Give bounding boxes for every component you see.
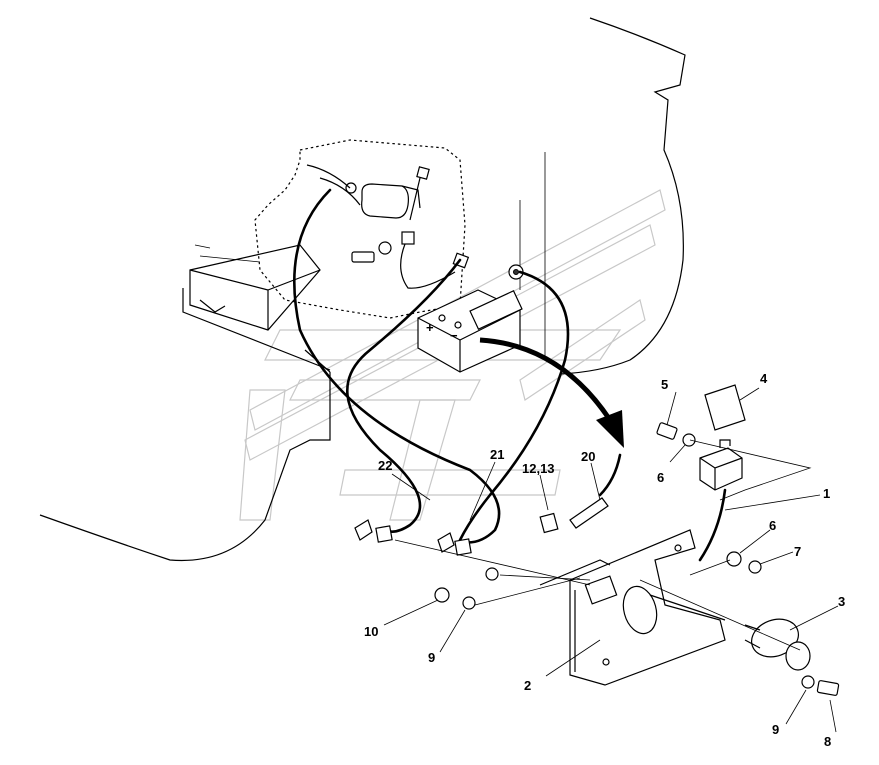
callout-1: 1	[823, 486, 830, 501]
callout-3: 3	[838, 594, 845, 609]
callout-12-13: 12,13	[522, 461, 555, 476]
wire-21	[293, 188, 501, 544]
wire-20	[458, 270, 570, 542]
callout-8: 8	[824, 734, 831, 749]
battery-negative-sign: −	[450, 328, 458, 343]
callout-22: 22	[378, 458, 392, 473]
mounting-bracket	[539, 529, 726, 686]
callout-2: 2	[524, 678, 531, 693]
wire-22	[346, 258, 462, 533]
callout-9-left: 9	[428, 650, 435, 665]
callout-5: 5	[661, 377, 668, 392]
relay-lead	[698, 488, 727, 562]
vehicle-body-outline	[39, 17, 686, 562]
starter-motor	[306, 164, 470, 289]
exploded-lines	[394, 439, 812, 651]
callout-4: 4	[760, 371, 768, 386]
callout-10: 10	[364, 624, 378, 639]
terminals	[354, 497, 609, 581]
callout-9-bottom: 9	[772, 722, 779, 737]
leader-lines	[383, 387, 839, 733]
wire-20-end	[598, 453, 622, 497]
battery-positive-sign: +	[426, 320, 434, 335]
direction-arrow	[479, 337, 624, 448]
callout-21: 21	[490, 447, 504, 462]
wiring	[293, 188, 727, 562]
relay-and-cap	[699, 384, 746, 491]
callout-6-right: 6	[769, 518, 776, 533]
battery: + −	[417, 264, 524, 373]
callout-6-top: 6	[657, 470, 664, 485]
callout-labels: 5 4 6 1 6 7 3 2 10 9 9 8 12,13 20 21 22	[364, 371, 845, 749]
fasteners	[434, 422, 840, 696]
callout-7: 7	[794, 544, 801, 559]
callout-20: 20	[581, 449, 595, 464]
